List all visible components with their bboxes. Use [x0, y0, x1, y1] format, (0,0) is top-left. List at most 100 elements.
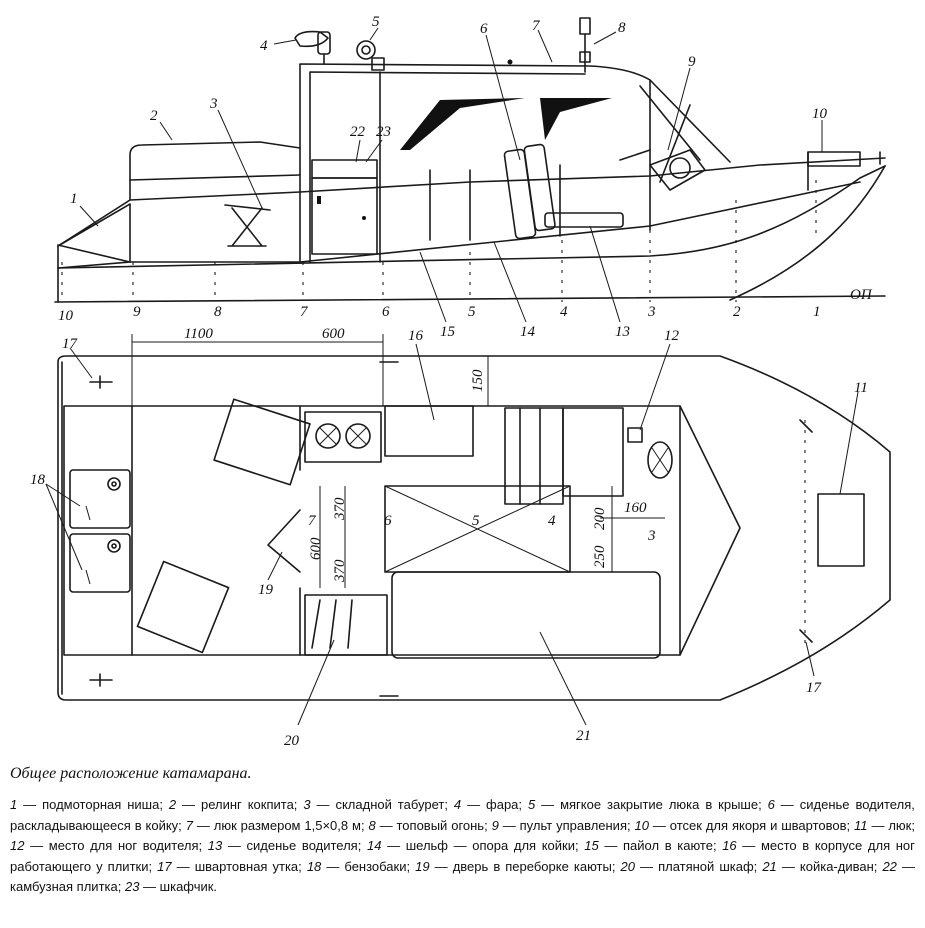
callout-7: 7 — [532, 18, 541, 34]
legend-item-text: койка-диван; — [799, 858, 878, 874]
callout-17-stern: 17 — [62, 336, 79, 352]
callout-1: 1 — [70, 191, 78, 207]
callout-10: 10 — [812, 106, 828, 122]
legend-item-number: 16 — [722, 838, 737, 853]
legend-item-number: 22 — [882, 858, 897, 874]
legend-item: 22 — камбузная плитка; — [10, 858, 915, 895]
legend-item-text: шельф — опора для койки; — [405, 838, 579, 853]
legend-item-number: 2 — [168, 797, 177, 812]
legend-item: 8 — топовый огонь; — [368, 817, 488, 833]
motor-niche — [57, 203, 131, 269]
section-5: 5 — [472, 513, 480, 529]
callout-12: 12 — [664, 328, 680, 344]
legend-item-text: сиденье водителя; — [246, 838, 362, 853]
anchor-locker — [807, 151, 861, 167]
hull-bottom — [57, 165, 886, 303]
galley-stove — [311, 159, 378, 179]
bow-hatch — [817, 493, 865, 567]
legend-item-number: 5 — [527, 797, 536, 812]
legend-item-text: топовый огонь; — [396, 817, 488, 833]
legend-item: 14 — шельф — опора для койки; — [366, 838, 579, 853]
side-window-right — [540, 98, 612, 140]
hull-outline — [57, 355, 891, 701]
frame-number-2: 2 — [733, 304, 741, 320]
legend-item: 1 — подмоторная ниша; — [10, 797, 163, 812]
dim-370-upper: 370 — [332, 497, 348, 521]
plan-view: 1100 600 150 370 370 600 200 250 160 7 6… — [30, 326, 891, 749]
cabin-roof — [299, 63, 731, 263]
mooring-cleat — [89, 361, 813, 697]
callout-18: 18 — [30, 472, 46, 488]
driver-seat-plan — [504, 407, 624, 505]
legend-item-number: 7 — [185, 817, 193, 833]
callout-15: 15 — [440, 324, 456, 340]
legend-item-number: 14 — [366, 838, 382, 853]
fuel-tanks — [69, 469, 131, 593]
cabin-door — [267, 509, 301, 573]
frame-number-10: 10 — [58, 308, 74, 324]
hull-deckline — [57, 181, 861, 263]
dim-600: 600 — [322, 326, 345, 342]
figure-caption: Общее расположение катамарана. 1 — подмо… — [10, 765, 915, 898]
frame-number-8: 8 — [214, 304, 222, 320]
legend-item: 21 — койка-диван; — [762, 858, 878, 874]
frame-lines — [61, 180, 817, 302]
dim-250: 250 — [592, 545, 608, 568]
legend-item-number: 3 — [303, 797, 311, 812]
dim-1100: 1100 — [184, 326, 213, 342]
legend-item: 23 — шкафчик. — [124, 879, 218, 894]
legend-item-number: 21 — [762, 858, 777, 874]
legend-item-number: 8 — [368, 817, 376, 833]
legend-item: 17 — швартовная утка; — [157, 858, 302, 874]
cockpit-railing — [129, 141, 301, 201]
legend-item: 2 — релинг кокпита; — [168, 797, 298, 812]
legend-item: 13 — сиденье водителя; — [207, 838, 362, 853]
dim-600-vertical: 600 — [308, 537, 324, 560]
legend-item-text: отсек для якоря и швартовов; — [669, 817, 851, 833]
folding-stool — [224, 204, 271, 247]
callout-16: 16 — [408, 328, 424, 344]
legend-item-text: фара; — [486, 797, 523, 812]
callout-5: 5 — [372, 14, 380, 30]
callout-11: 11 — [854, 380, 868, 396]
legend-item-text: дверь в переборке каюты; — [452, 858, 616, 874]
legend-item-text: люк размером 1,5×0,8 м; — [213, 817, 365, 833]
legend-item: 19 — дверь в переборке каюты; — [415, 858, 616, 874]
legend-item-number: 10 — [634, 817, 649, 833]
legend-item: 7 — люк размером 1,5×0,8 м; — [185, 817, 365, 833]
side-view: 10 9 8 7 6 5 4 3 2 1 ОП 1 2 — [54, 14, 886, 340]
callout-4: 4 — [260, 38, 268, 54]
section-3: 3 — [647, 528, 656, 544]
legend-item-number: 1 — [10, 797, 18, 812]
legend-item-number: 12 — [10, 838, 25, 853]
driver-seat — [503, 143, 624, 240]
legend-item-number: 23 — [124, 879, 140, 894]
legend-item: 5 — мягкое закрытие люка в крыше; — [527, 797, 762, 812]
footwell-cook — [384, 405, 474, 457]
legend-item-text: пульт управления; — [519, 817, 631, 833]
legend-item-text: бензобаки; — [344, 858, 411, 874]
sofa-berth — [391, 571, 661, 659]
callout-6: 6 — [480, 21, 488, 37]
legend-item-text: люк; — [888, 817, 915, 833]
callout-19: 19 — [258, 582, 274, 598]
callout-3: 3 — [209, 96, 218, 112]
legend-item-number: 19 — [415, 858, 430, 874]
legend-item: 16 — место в корпусе для ног работающего… — [10, 838, 915, 874]
callout-21: 21 — [576, 728, 591, 744]
legend-item-text: релинг кокпита; — [200, 797, 298, 812]
legend-item: 11 — люк; — [854, 817, 915, 833]
frame-number-5: 5 — [468, 304, 476, 320]
callout-9: 9 — [688, 54, 696, 70]
callout-8: 8 — [618, 20, 626, 36]
callout-22: 22 — [350, 124, 366, 140]
callout-2: 2 — [150, 108, 158, 124]
callout-23: 23 — [376, 124, 391, 140]
dimension-lines — [131, 334, 665, 588]
callout-20: 20 — [284, 733, 300, 749]
wardrobe — [304, 594, 388, 656]
legend-item-text: швартовная утка; — [194, 858, 302, 874]
dim-370-lower: 370 — [332, 559, 348, 583]
callout-17-bow: 17 — [806, 680, 823, 696]
helm — [627, 427, 673, 479]
